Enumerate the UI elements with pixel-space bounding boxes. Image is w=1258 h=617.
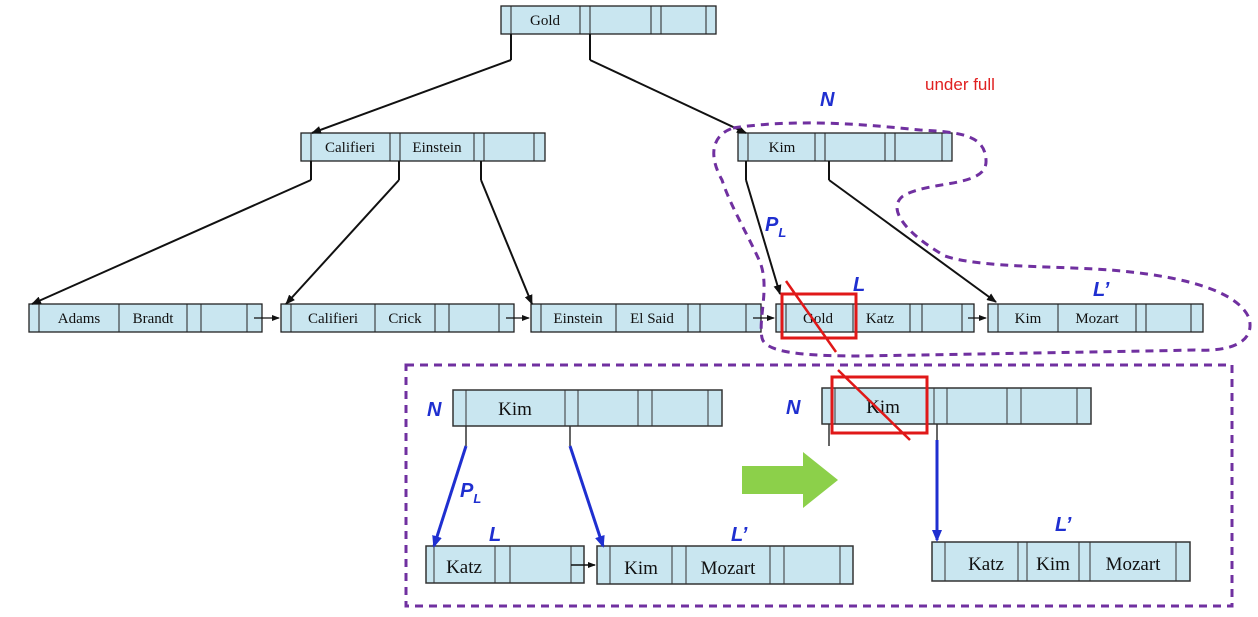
before-l-key: Katz (446, 557, 482, 578)
top-tree: Gold Califieri Einstein Kim (28, 5, 1252, 358)
after-n-key: Kim (866, 397, 900, 418)
merged-key-3: Mozart (1106, 554, 1162, 575)
label-l-prime-after: L’ (1055, 514, 1072, 536)
label-p-subscript: L (778, 225, 786, 240)
leaf-l-prime-key-1: Kim (1015, 311, 1042, 327)
before-node-n: Kim (452, 389, 723, 427)
label-l-prime-top: L’ (1093, 279, 1110, 301)
leaf3-key-1: Einstein (553, 311, 603, 327)
leaf2-key-2: Crick (388, 311, 422, 327)
internal-left-key-2: Einstein (412, 140, 462, 156)
pointer-pl (745, 179, 782, 295)
label-p-subscript-before: L (473, 491, 481, 506)
root-node: Gold (500, 5, 717, 35)
leaf1-key-2: Brandt (133, 311, 175, 327)
leaf3-key-2: El Said (630, 311, 674, 327)
leaf-l-key-2: Katz (866, 311, 895, 327)
label-l-top: L (853, 274, 865, 296)
underfull-note: under full (925, 75, 995, 94)
label-p: P (765, 214, 779, 236)
internal-left-key-1: Califieri (325, 140, 375, 156)
before-leaf-l: Katz (425, 545, 585, 584)
tree-pointers (31, 34, 997, 305)
before-n-key: Kim (498, 399, 532, 420)
internal-node-n: Kim (737, 132, 953, 162)
before-leaf-l-prime: Kim Mozart (596, 545, 854, 585)
transition-arrow-icon (742, 452, 838, 508)
root-key: Gold (530, 13, 561, 29)
leaf-node-1: Adams Brandt (28, 303, 263, 333)
internal-n-key: Kim (769, 140, 796, 156)
label-p-before: P (460, 480, 474, 502)
label-pl-before: PL (460, 480, 481, 506)
pointer-to-leaf1 (31, 179, 312, 305)
label-l-before: L (489, 524, 501, 546)
deleted-key-gold-mark (780, 280, 858, 353)
label-l-prime-before: L’ (731, 524, 748, 546)
label-n-top: N (820, 89, 835, 111)
before-l-prime-key-1: Kim (624, 558, 658, 579)
pointer-n-to-l-prime (828, 179, 997, 303)
pointer-to-l-prime-before (568, 445, 605, 548)
leaf-node-l-prime: Kim Mozart (987, 303, 1204, 333)
pointer-to-leaf2 (285, 179, 400, 305)
leaf-node-3: Einstein El Said (530, 303, 762, 333)
leaf-node-l: Gold Katz (775, 303, 975, 333)
pointer-root-to-left (311, 59, 512, 134)
detail-panel: Kim N Katz L Kim Mozart L’ (404, 363, 1234, 608)
leaf1-key-1: Adams (58, 311, 101, 327)
before-l-prime-key-2: Mozart (701, 558, 757, 579)
internal-node-left: Califieri Einstein (300, 132, 546, 162)
leaf-node-2: Califieri Crick (280, 303, 515, 333)
detail-panel-border (404, 363, 1234, 608)
label-n-after: N (786, 397, 801, 419)
label-pl-top: PL (765, 214, 786, 240)
after-node-n: Kim (821, 387, 1092, 425)
after-merged-leaf: Katz Kim Mozart (931, 541, 1191, 582)
pointer-to-leaf3 (480, 179, 533, 305)
merged-key-1: Katz (968, 554, 1004, 575)
deleted-key-kim-mark (830, 369, 929, 441)
before-pointers (432, 426, 605, 568)
label-n-before: N (427, 399, 442, 421)
pointer-root-to-n (589, 59, 747, 134)
pointer-pl-before (432, 445, 468, 548)
underfull-region-outline (712, 121, 1252, 358)
merged-key-2: Kim (1036, 554, 1070, 575)
leaf2-key-1: Califieri (308, 311, 358, 327)
after-pointers (828, 424, 942, 542)
leaf-l-prime-key-2: Mozart (1075, 311, 1119, 327)
